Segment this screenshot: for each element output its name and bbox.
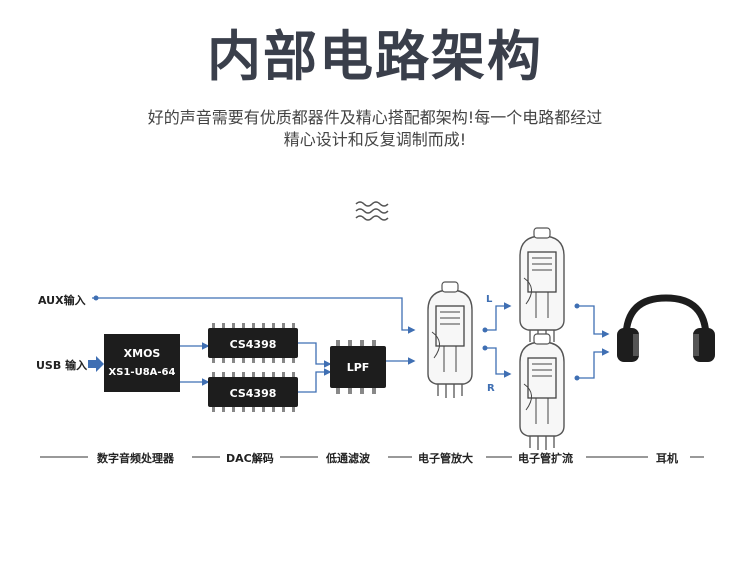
dac-chip: CS4398 [208,323,298,363]
stage-label-digital-processor: 数字音频处理器 [97,452,174,465]
stage-label-headphones: 耳机 [656,452,678,465]
left-channel-label: L [486,294,493,305]
subtitle-line-2: 精心设计和反复调制而成! [283,130,467,149]
aux-input-label: AUX输入 [38,293,86,307]
subtitle-line-1: 好的声音需要有优质都器件及精心搭配都架构!每一个电路都经过 [147,108,603,127]
usb-arrow-icon [88,356,104,372]
lpf-chip: LPF [330,340,386,394]
buffer-tube-right [519,333,565,451]
stage-label-tube-buffer: 电子管扩流 [518,452,573,465]
aux-signal-line [92,297,416,334]
stage-label-lowpass: 低通滤波 [326,452,370,465]
buffer-tube-left [519,227,565,345]
stage-label-tube-amp: 电子管放大 [418,452,473,465]
usb-input-label: USB 输入 [36,358,87,372]
xmos-processor-chip: XMOS XS1-U8A-64 [104,334,180,392]
stage-label-dac: DAC解码 [226,452,274,465]
dac-chip-label: CS4398 [230,338,277,351]
processor-label-line1: XMOS [124,347,161,360]
headphones-icon [617,294,715,362]
page-title: 内部电路架构 [207,25,543,88]
processor-label-line2: XS1-U8A-64 [109,367,176,378]
dac-chip-label: CS4398 [230,387,277,400]
lpf-label: LPF [347,361,370,374]
right-channel-label: R [487,383,495,394]
amplifier-tube [427,281,473,399]
wave-divider-icon [355,201,389,221]
dac-chip: CS4398 [208,372,298,412]
